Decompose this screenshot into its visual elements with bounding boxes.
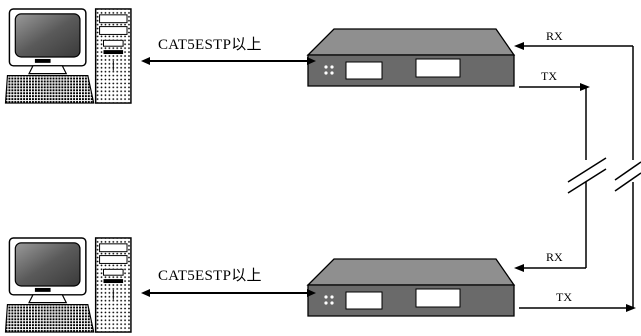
top-extender-icon xyxy=(307,28,515,87)
bottom-tx-label: TX xyxy=(556,290,572,304)
break-mark-2 xyxy=(567,168,607,194)
top-rx-arrow xyxy=(514,42,524,50)
bottom-cable-left-arrow xyxy=(141,289,150,297)
bottom-rx-arrow xyxy=(514,264,524,272)
bottom-computer-icon xyxy=(4,237,132,333)
top-cable-label: CAT5ESTP以上 xyxy=(158,36,262,53)
break-mark-3 xyxy=(614,161,641,181)
top-tx-label: TX xyxy=(541,69,557,83)
bottom-extender-icon xyxy=(307,258,515,317)
bottom-cable-label: CAT5ESTP以上 xyxy=(158,267,262,284)
top-cable-right-arrow xyxy=(307,57,316,65)
bottom-link: CAT5ESTP以上 RX TX xyxy=(4,237,636,333)
top-computer-icon xyxy=(4,8,132,104)
top-tx-arrow xyxy=(580,83,590,91)
bottom-tx-arrow xyxy=(626,304,636,312)
top-link: CAT5ESTP以上 RX TX xyxy=(4,8,633,104)
fiber-run xyxy=(567,46,641,308)
bottom-cable-right-arrow xyxy=(307,289,316,297)
top-rx-label: RX xyxy=(546,29,563,43)
bottom-rx-label: RX xyxy=(546,250,563,264)
break-mark-4 xyxy=(614,172,641,192)
top-cable-left-arrow xyxy=(141,57,150,65)
break-mark-1 xyxy=(567,157,607,183)
